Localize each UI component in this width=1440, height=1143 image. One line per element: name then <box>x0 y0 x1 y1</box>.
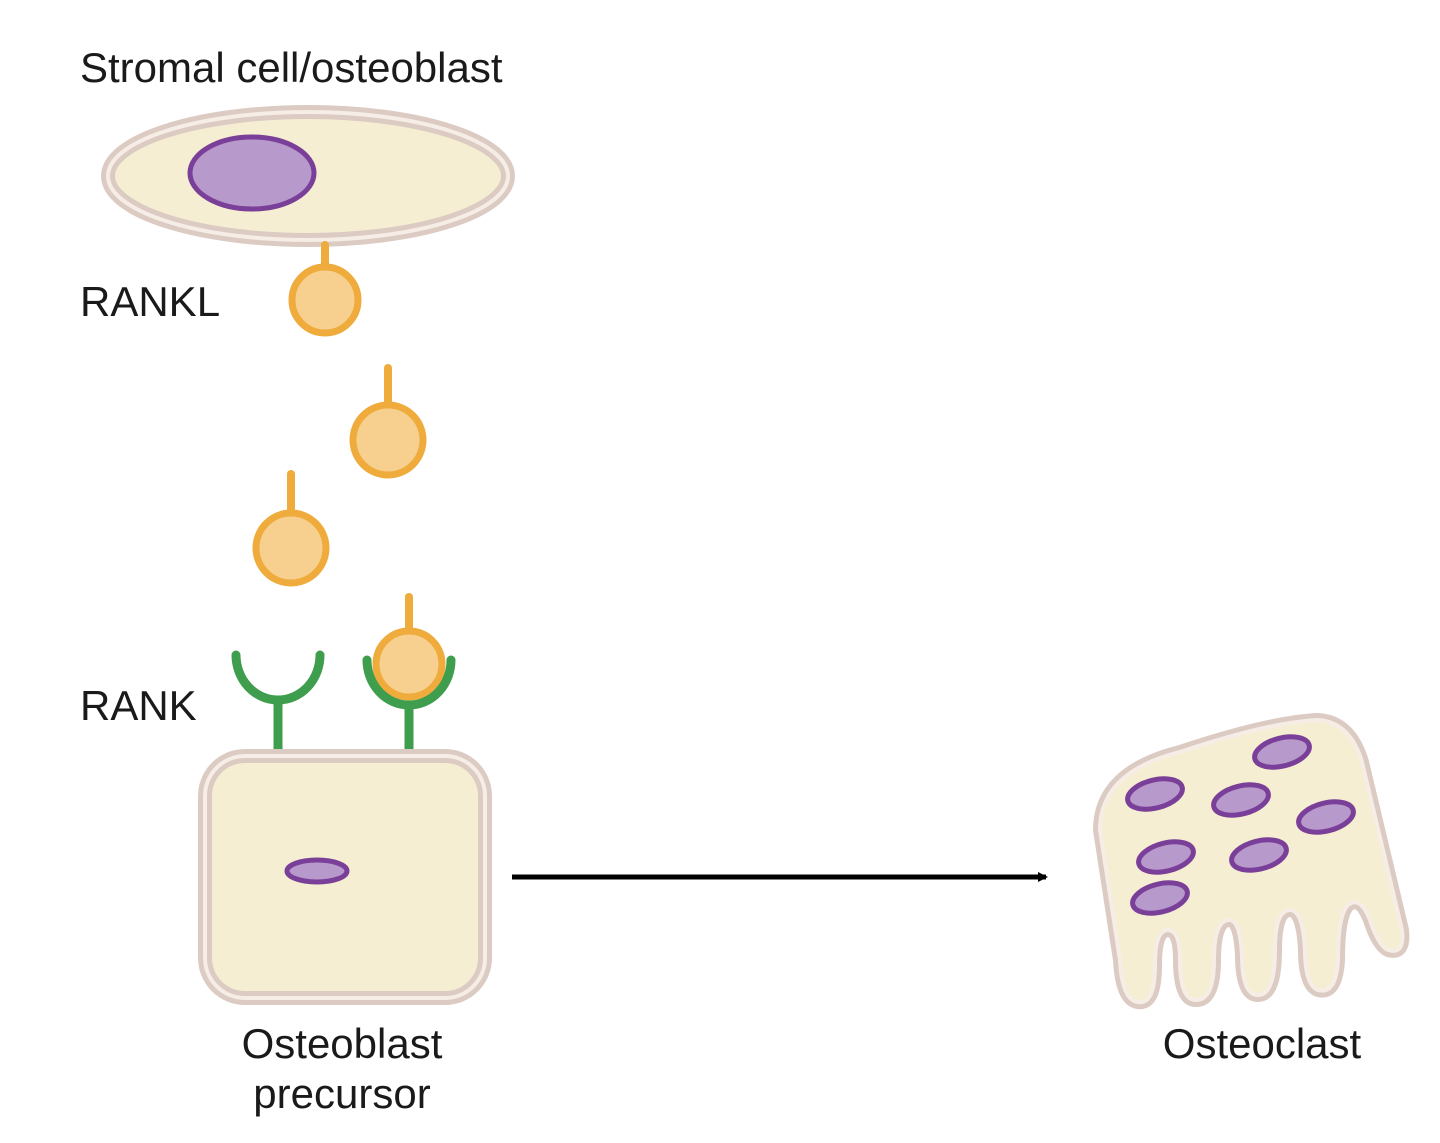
rankl-ligand-2 <box>349 364 427 479</box>
stromal-cell-label: Stromal cell/osteoblast <box>80 44 503 91</box>
stromal-cell <box>101 105 515 247</box>
osteoclast-nucleus <box>1296 799 1356 835</box>
osteoclast-nucleus <box>1136 839 1196 875</box>
rank-receptor-2 <box>362 655 456 757</box>
osteoclast-cell <box>1100 720 1402 1002</box>
osteoclast-nucleus <box>1130 880 1190 916</box>
precursor-nucleus <box>284 857 350 885</box>
rankl-label: RANKL <box>80 278 220 325</box>
osteoclast-nucleus <box>1229 837 1289 873</box>
osteoclast-nucleus <box>1252 734 1312 770</box>
rankl-ligand-1 <box>288 241 362 337</box>
rankl-ligand-bound <box>372 593 446 701</box>
precursor-label-line1: Osteoblast <box>242 1020 443 1067</box>
rank-label: RANK <box>80 682 197 729</box>
osteoblast-precursor-cell <box>198 749 492 1005</box>
precursor-label-line2: precursor <box>253 1070 430 1117</box>
osteoclast-label: Osteoclast <box>1163 1020 1362 1067</box>
osteoclast-nucleus <box>1211 782 1271 818</box>
rank-receptor-1 <box>231 650 325 757</box>
rankl-ligand-3 <box>252 470 330 587</box>
stromal-nucleus <box>187 134 317 212</box>
osteoclast-nucleus <box>1125 776 1185 812</box>
